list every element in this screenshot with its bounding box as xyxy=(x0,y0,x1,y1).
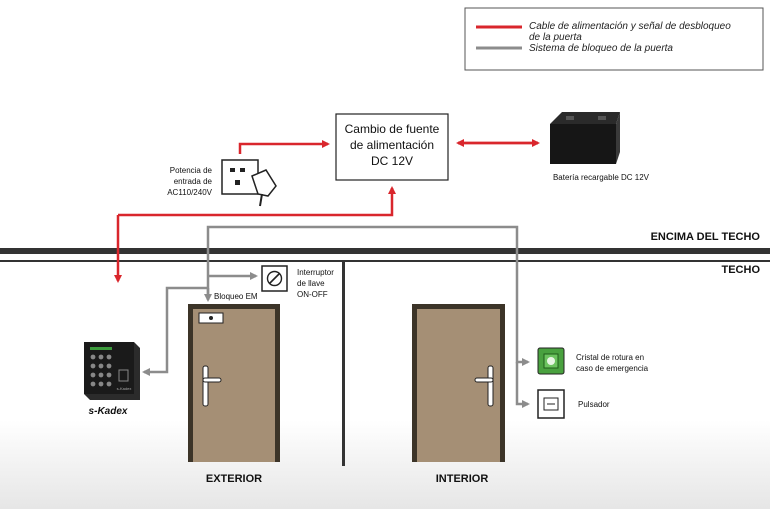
ceiling-inner-line xyxy=(0,260,770,262)
door-handle-icon xyxy=(202,365,209,407)
key-switch-icon xyxy=(261,265,288,292)
mains-label-3: AC110/240V xyxy=(167,188,212,197)
legend-red-label-1: Cable de alimentación y señal de desbloq… xyxy=(529,21,731,32)
break-glass-icon xyxy=(537,347,565,375)
break-glass-label-1: Cristal de rotura en xyxy=(576,353,644,362)
interior-label: INTERIOR xyxy=(436,473,489,485)
legend-grey-label: Sistema de bloqueo de la puerta xyxy=(529,43,673,54)
power-box-line-3: DC 12V xyxy=(371,154,413,168)
keypad-small-brand: s-Kadex xyxy=(117,386,132,391)
battery-label: Batería recargable DC 12V xyxy=(553,173,650,182)
power-box-line-1: Cambio de fuente xyxy=(345,122,440,136)
power-wiring xyxy=(114,139,540,283)
mains-label-1: Potencia de xyxy=(170,166,213,175)
key-switch-label-2: de llave xyxy=(297,279,325,288)
legend: Cable de alimentación y señal de desbloq… xyxy=(464,7,764,71)
push-button-label: Pulsador xyxy=(578,400,610,409)
key-switch-label-3: ON-OFF xyxy=(297,290,328,299)
floor-gradient xyxy=(0,420,770,509)
battery-icon xyxy=(550,112,620,164)
above-ceiling-label: ENCIMA DEL TECHO xyxy=(651,231,761,243)
door-handle-icon xyxy=(487,365,494,407)
power-box-line-2: de alimentación xyxy=(350,138,434,152)
exterior-label: EXTERIOR xyxy=(206,473,262,485)
ceiling-label: TECHO xyxy=(722,264,761,276)
key-switch-label-1: Interruptor xyxy=(297,268,334,277)
lock-wiring xyxy=(142,225,530,408)
mains-label-2: entrada de xyxy=(174,177,213,186)
legend-red-label-2: de la puerta xyxy=(529,32,582,43)
keypad-brand-label: s-Kadex xyxy=(89,406,128,417)
power-supply-box: Cambio de fuente de alimentación DC 12V xyxy=(335,113,449,181)
em-lock-label: Bloqueo EM xyxy=(214,292,258,301)
ceiling-line xyxy=(0,248,770,254)
dividing-wall xyxy=(342,262,345,466)
push-button-icon xyxy=(537,389,565,419)
break-glass-label-2: caso de emergencia xyxy=(576,364,649,373)
interior-door xyxy=(412,304,505,462)
mains-socket-icon xyxy=(221,159,277,207)
keypad-icon: s-Kadex xyxy=(84,342,140,400)
exterior-door xyxy=(188,304,280,462)
